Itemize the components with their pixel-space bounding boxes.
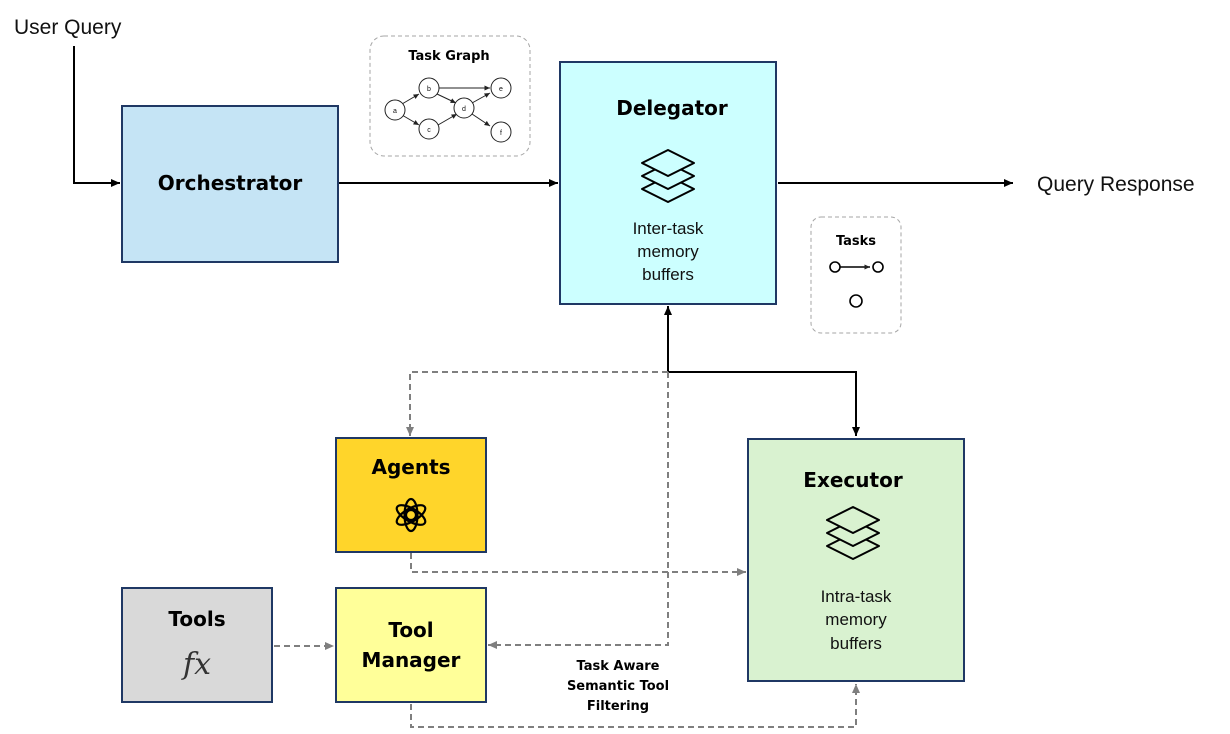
task-node-label: a [393, 108, 397, 115]
tool-manager-box: Tool Manager [335, 587, 487, 703]
node-icon [849, 294, 863, 308]
fx-icon: fx [181, 647, 211, 682]
task-graph-edge [436, 93, 457, 104]
task-node-label: d [462, 106, 466, 113]
delegator-text-line-1: Inter-task [633, 219, 704, 238]
tool-manager-title-line-1: Tool [388, 618, 433, 642]
task-graph-edge [471, 113, 491, 127]
task-node-b [418, 77, 440, 99]
agents-title: Agents [371, 455, 450, 479]
edge-icon [829, 261, 884, 273]
agents-to-executor-dashed-arrow [410, 553, 746, 576]
delegator-title: Delegator [616, 96, 728, 120]
layers-icon [826, 506, 880, 560]
executor-box: Executor Intra-task memory buffers [747, 438, 965, 682]
delegator-text-line-2: memory [637, 242, 699, 261]
executor-text-line-1: Intra-task [821, 587, 892, 606]
delegator-to-agents-dashed-arrow [406, 371, 668, 436]
layers-icon [641, 149, 695, 203]
task-node-label: e [499, 86, 503, 93]
task-node-label: b [427, 86, 431, 93]
task-node-c [418, 118, 440, 140]
tools-title: Tools [168, 607, 225, 631]
query-response-label: Query Response [1037, 173, 1195, 196]
delegator-to-executor-arrow [668, 371, 860, 436]
task-graph-panel: Task Graph a b c d e f [369, 35, 531, 157]
tasks-legend-panel: Tasks [810, 216, 902, 334]
task-node-a [384, 99, 406, 121]
filter-caption-line-1: Task Aware [577, 659, 660, 674]
task-graph-edge [471, 92, 491, 104]
executor-text-line-2: memory [825, 610, 887, 629]
tasks-legend-title: Tasks [836, 234, 876, 249]
task-graph-title: Task Graph [408, 49, 489, 64]
filter-caption: Task Aware Semantic Tool Filtering [567, 659, 669, 714]
orchestrator-title: Orchestrator [158, 171, 303, 195]
tool-manager-to-executor-dashed-arrow [410, 684, 860, 728]
agents-box: Agents [335, 437, 487, 553]
task-graph-edges [401, 85, 491, 127]
task-graph-nodes [384, 77, 512, 143]
task-node-label: f [500, 130, 502, 137]
task-node-label: c [427, 127, 431, 134]
user-query-arrow [73, 46, 120, 187]
task-graph-edge [437, 113, 458, 126]
executor-title: Executor [803, 468, 903, 492]
filter-caption-line-2: Semantic Tool [567, 679, 669, 694]
task-graph-edge [401, 114, 420, 126]
delegator-box: Delegator Inter-task memory buffers [559, 61, 777, 305]
user-query-label: User Query [14, 16, 122, 39]
task-node-f [490, 121, 512, 143]
filter-caption-line-3: Filtering [587, 699, 649, 714]
task-node-e [490, 77, 512, 99]
delegator-text-line-3: buffers [642, 265, 694, 284]
openai-logo-icon [395, 497, 427, 533]
task-node-d [453, 97, 475, 119]
executor-text-line-3: buffers [830, 634, 882, 653]
task-graph-edge [401, 93, 420, 105]
tools-box: Tools fx [121, 587, 273, 703]
tool-manager-title-line-2: Manager [362, 648, 461, 672]
delegator-to-tool-manager-dashed-arrow [488, 372, 669, 649]
orchestrator-box: Orchestrator [121, 105, 339, 263]
